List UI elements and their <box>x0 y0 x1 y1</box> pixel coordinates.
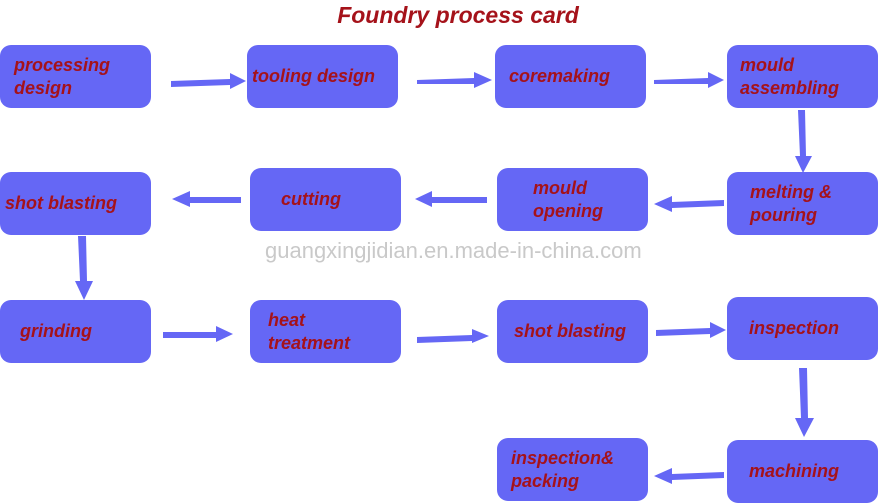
arrow-right <box>417 329 489 343</box>
arrow-left <box>415 191 487 207</box>
arrow-down <box>75 236 93 300</box>
step-label: grinding <box>20 321 92 341</box>
step-label: machining <box>749 461 840 481</box>
step-label: processing design <box>14 54 111 98</box>
step-shot-blasting-2: shot blasting <box>497 300 648 363</box>
step-cutting: cutting <box>250 168 401 231</box>
step-label: mould assembling <box>740 54 840 98</box>
arrow-right <box>171 73 246 89</box>
arrow-right <box>417 72 492 88</box>
step-label: inspection& packing <box>511 447 615 491</box>
step-tooling-design: tooling design <box>247 45 398 108</box>
step-machining: machining <box>727 440 878 503</box>
step-heat-treatment: heat treatment <box>250 300 401 363</box>
watermark: guangxingjidian.en.made-in-china.com <box>265 238 642 263</box>
step-coremaking: coremaking <box>495 45 646 108</box>
arrow-left <box>654 196 724 212</box>
step-inspection-packing: inspection& packing <box>497 438 648 501</box>
step-mould-opening: mould opening <box>497 168 648 231</box>
step-label: heat treatment <box>268 309 351 353</box>
step-label: shot blasting <box>5 193 117 213</box>
arrow-down <box>795 110 812 173</box>
step-label: coremaking <box>509 66 611 86</box>
step-label: shot blasting <box>514 321 626 341</box>
step-processing-design: processing design <box>0 45 151 108</box>
arrow-left <box>172 191 241 207</box>
step-label: inspection <box>749 318 840 338</box>
step-melting-pouring: melting & pouring <box>727 172 878 235</box>
diagram-title: Foundry process card <box>337 2 579 28</box>
arrow-right <box>656 322 726 338</box>
arrow-right <box>163 326 233 342</box>
step-label: cutting <box>281 189 341 209</box>
step-label: mould opening <box>533 177 603 221</box>
step-label: tooling design <box>252 66 375 86</box>
step-grinding: grinding <box>0 300 151 363</box>
arrow-right <box>654 72 724 88</box>
step-inspection: inspection <box>727 297 878 360</box>
step-label: melting & pouring <box>750 181 833 225</box>
arrow-down <box>795 368 814 437</box>
arrow-left <box>654 468 724 484</box>
step-shot-blasting-1: shot blasting <box>0 172 151 235</box>
step-mould-assembling: mould assembling <box>727 45 878 108</box>
